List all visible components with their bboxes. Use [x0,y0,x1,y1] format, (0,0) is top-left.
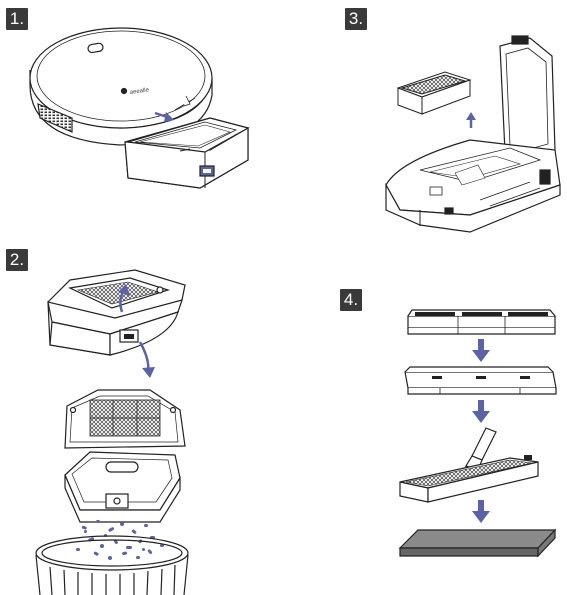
rotate-arrow-head-icon [118,284,130,296]
bin-lid-open-icon [64,389,186,449]
step-2-badge: 2. [6,249,28,271]
filter-frame-bottom-icon [404,366,557,395]
filter-pad-icon [398,528,557,558]
arrow-down-4-icon [472,500,490,523]
step-1-badge: 1. [6,8,28,30]
arrow-up-icon [466,112,476,128]
trash-bin-icon [35,535,189,595]
step-3-badge: 3. [345,8,367,30]
arrow-down-2-icon [472,339,490,362]
step-4-badge: 4. [340,289,362,311]
open-dustbin-icon [385,35,561,233]
svg-text:aeealle: aeealle [129,87,150,96]
bin-tray-icon [64,451,181,523]
robot-vacuum-icon: aeealle [29,27,213,146]
arrow-down-3-icon [472,400,490,423]
arrow-down-icon [154,111,174,122]
filter-block-icon [399,455,539,503]
filter-frame-top-icon [407,309,556,335]
dustbin-icon [124,117,250,189]
dustbin-closed-icon [47,269,186,356]
rotate-arrow-tail-icon [142,367,155,378]
hepa-filter-icon [396,71,472,115]
